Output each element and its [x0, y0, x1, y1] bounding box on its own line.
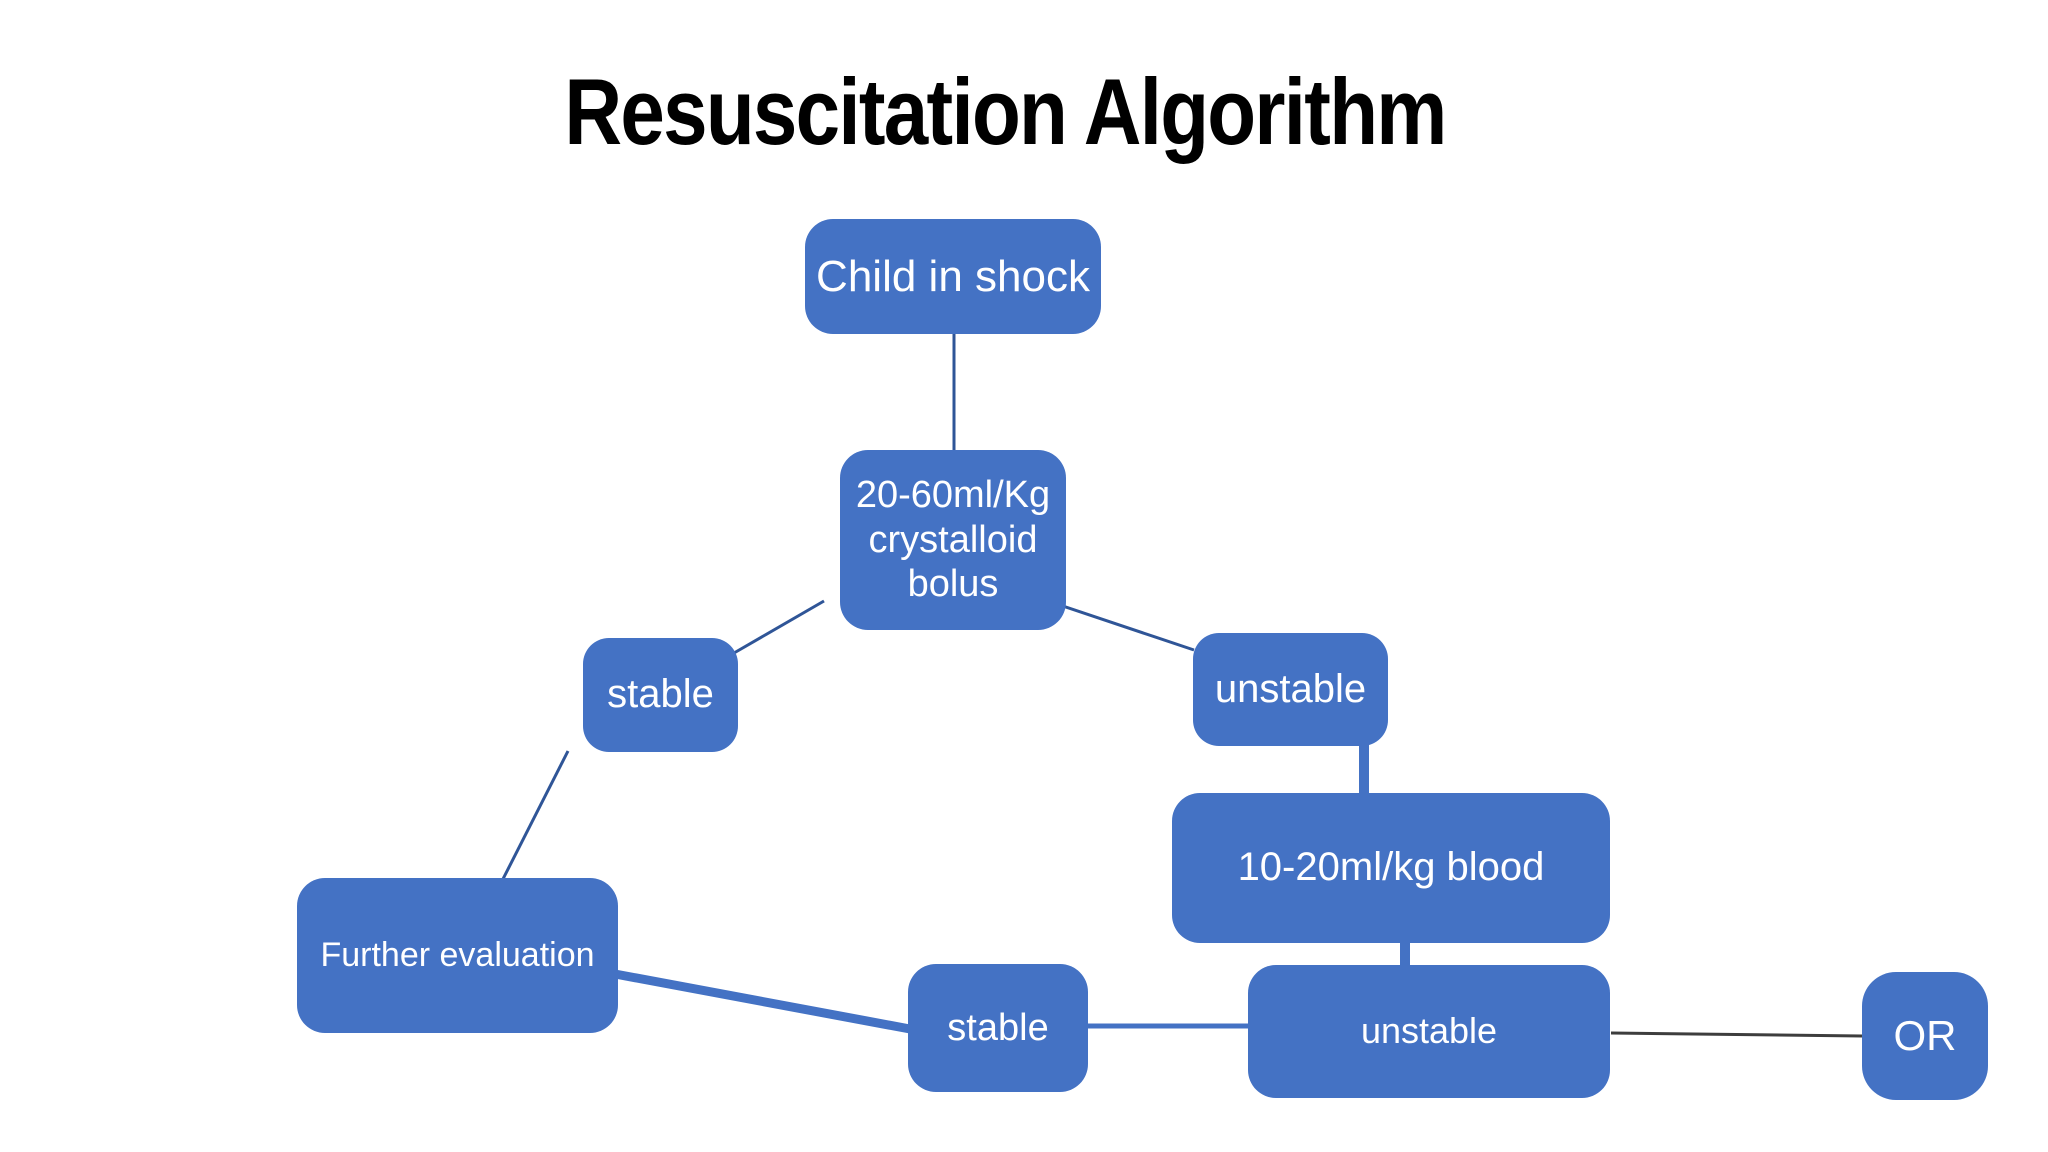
node-or: OR — [1862, 972, 1988, 1100]
edge-unstable2-to-or — [1610, 1031, 1863, 1038]
node-unstable-bottom: unstable — [1248, 965, 1610, 1098]
edge-further-to-stable2 — [614, 969, 911, 1034]
page-title: Resuscitation Algorithm — [564, 59, 1447, 164]
node-child-in-shock: Child in shock — [805, 219, 1101, 334]
node-blood-bolus: 10-20ml/kg blood — [1172, 793, 1610, 943]
node-further-evaluation: Further evaluation — [297, 878, 618, 1033]
edge-stable-to-further — [501, 750, 570, 880]
node-crystalloid-bolus: 20-60ml/Kg crystalloid bolus — [840, 450, 1066, 630]
node-stable-mid: stable — [583, 638, 738, 752]
node-unstable-mid: unstable — [1193, 633, 1388, 746]
node-stable-bottom: stable — [908, 964, 1088, 1092]
edge-bolus-to-stable — [733, 599, 825, 655]
